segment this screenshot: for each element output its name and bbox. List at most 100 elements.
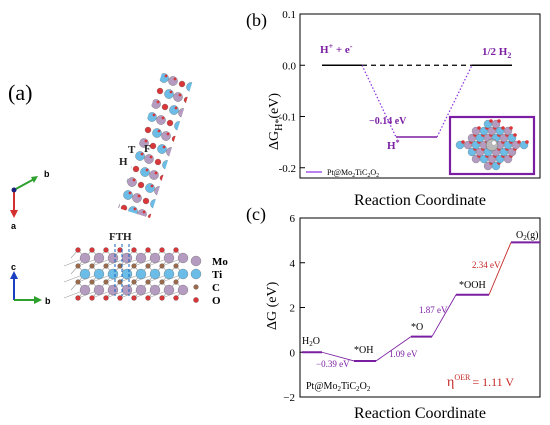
atom-ti: [160, 231, 169, 240]
inset-atom-o: [509, 126, 513, 130]
atom-o: [164, 190, 172, 198]
atom-o: [112, 215, 115, 218]
atom-ti: [180, 295, 189, 304]
atom-o: [189, 154, 193, 158]
atom-o: [82, 235, 88, 241]
atom-o: [78, 261, 81, 264]
atom-o: [45, 207, 48, 210]
atom-mo: [135, 284, 147, 296]
atom-ti: [172, 192, 182, 202]
atom-o: [117, 295, 123, 301]
atom-o: [147, 213, 155, 218]
atom-ti: [230, 68, 239, 77]
atom-o: [142, 53, 145, 56]
atom-mo: [146, 83, 156, 93]
atom-o: [62, 184, 65, 187]
atom-o: [41, 220, 44, 223]
atom-mo: [156, 115, 166, 125]
atom-o: [147, 56, 153, 62]
atom-o: [150, 184, 154, 188]
atom-o: [221, 151, 224, 154]
atom-o: [63, 213, 66, 216]
atom-c: [145, 279, 151, 285]
atom-o: [124, 75, 128, 79]
atom-c: [131, 263, 137, 269]
atom-o: [118, 130, 121, 134]
atom-ti: [176, 50, 185, 59]
atom-ti: [140, 167, 150, 177]
atom-ti: [106, 213, 115, 222]
atom-o: [94, 209, 97, 212]
atom-o: [57, 155, 63, 161]
atom-c: [145, 263, 151, 269]
atom-mo: [49, 237, 58, 246]
atom-ti: [155, 215, 165, 218]
atom-o: [89, 247, 95, 253]
atom-c: [103, 279, 109, 285]
y-tick-label: −2: [283, 392, 295, 404]
atom-o: [202, 116, 205, 119]
legend-swatch-mo: [190, 255, 202, 267]
atom-mo: [164, 218, 173, 227]
axis-label-a: a: [11, 221, 17, 231]
atom-o: [65, 258, 71, 264]
atom-o: [194, 129, 200, 135]
site-marker-h: H: [119, 156, 128, 168]
state-label-oh: *OH: [354, 345, 373, 356]
atom-o: [115, 44, 118, 47]
inset-atom-h: [491, 140, 497, 146]
atom-o: [222, 180, 225, 183]
atom-o: [128, 191, 132, 195]
atom-o: [67, 200, 70, 203]
atom-mo: [210, 133, 219, 142]
atom-ti: [149, 41, 158, 50]
atom-o: [186, 297, 189, 300]
atom-o: [171, 148, 175, 152]
atom-o: [101, 154, 104, 157]
atom-c: [89, 279, 95, 285]
atom-o: [104, 112, 107, 115]
inset-atom-o: [517, 140, 521, 144]
atom-ti: [211, 162, 220, 171]
atom-mo: [83, 191, 92, 200]
atom-o: [111, 186, 114, 189]
panel-b-y-axis: 0.10.0-0.1-0.2: [279, 9, 305, 175]
atom-o: [84, 177, 87, 180]
axis-label-b-top: b: [44, 169, 50, 179]
panel-c-x-axis-title: Reaction Coordinate: [354, 405, 486, 422]
atom-o: [149, 155, 153, 159]
atom-mo: [177, 252, 189, 264]
state-label-h-plus: H+ + e-: [320, 42, 353, 56]
state-label-h-star: H*: [387, 138, 400, 152]
atom-ti: [81, 133, 90, 142]
atom-o: [142, 197, 150, 205]
atom-o: [175, 223, 181, 229]
atom-ti: [159, 73, 169, 83]
atom-o: [96, 138, 99, 141]
atom-ti: [84, 220, 93, 229]
atom-o: [89, 193, 92, 196]
site-marker-t: T: [128, 144, 136, 156]
atom-o: [234, 141, 237, 144]
atom-o: [199, 158, 202, 161]
atom-o: [103, 247, 109, 253]
atom-o: [99, 96, 102, 99]
atom-mo: [78, 175, 87, 184]
atom-o: [99, 212, 105, 218]
atom-ti: [164, 89, 174, 99]
atom-mo: [149, 170, 159, 180]
atom-o: [75, 295, 81, 301]
legend-swatch-ti: [190, 268, 202, 280]
atom-o: [33, 246, 36, 249]
atom-ti: [100, 39, 109, 48]
atom-ti: [137, 80, 147, 90]
atom-o: [108, 99, 111, 102]
y-tick-label: 0: [290, 347, 296, 359]
atom-mo: [198, 172, 207, 181]
atom-ti: [179, 137, 189, 147]
atom-o: [219, 93, 222, 96]
atom-o: [164, 46, 167, 49]
inset-atom-o: [525, 140, 529, 144]
atom-c: [75, 279, 81, 285]
